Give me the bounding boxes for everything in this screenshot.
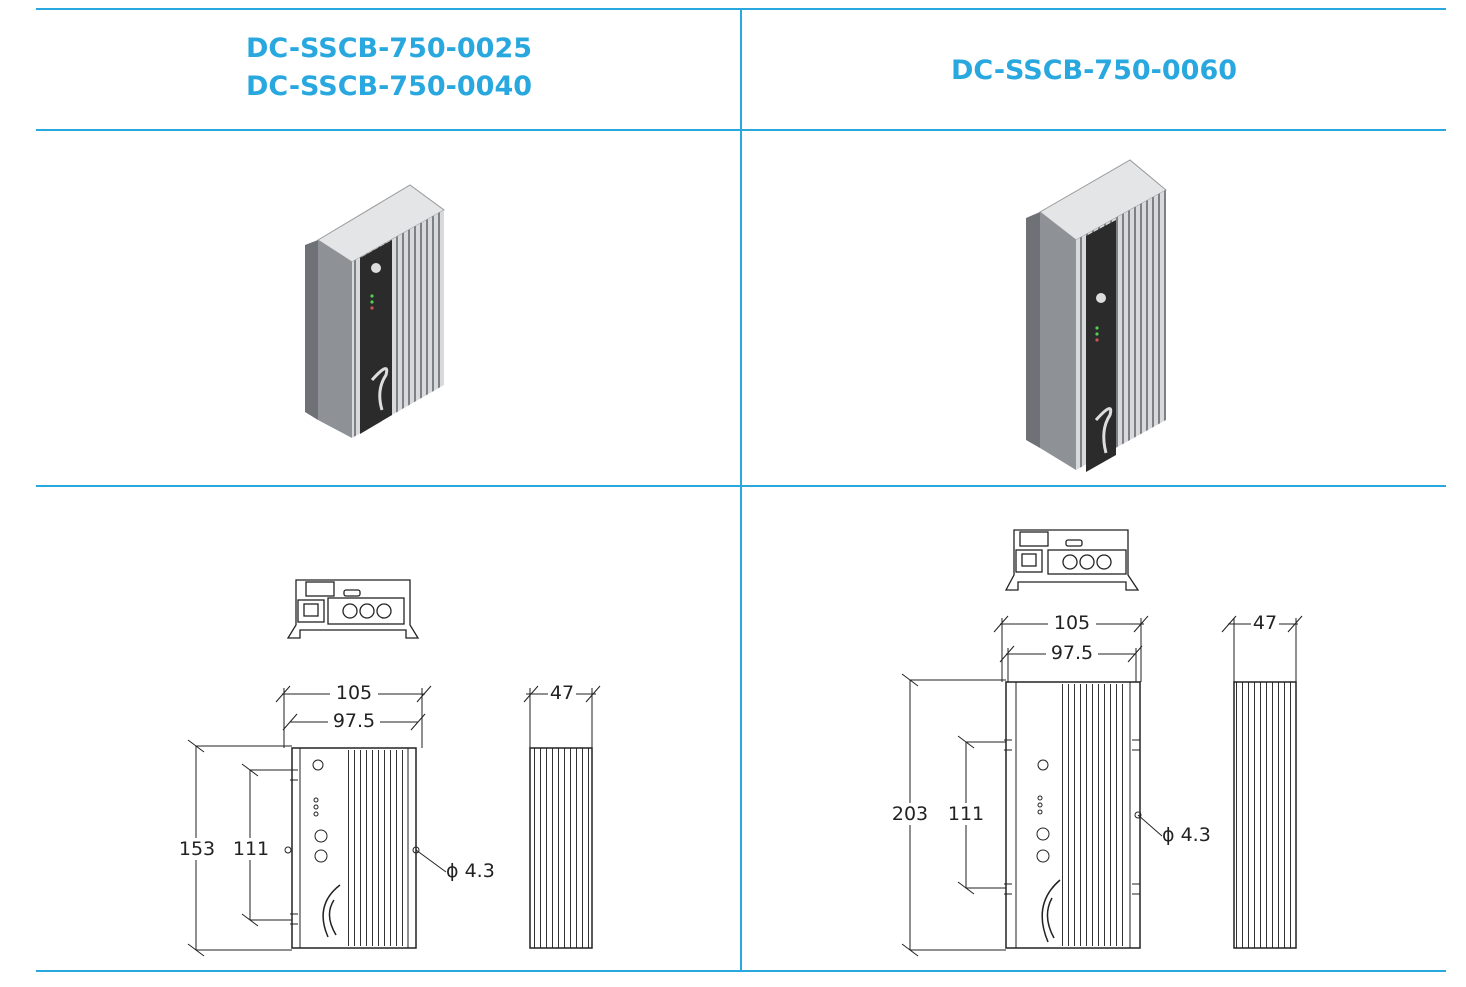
product-render-right (1026, 159, 1167, 472)
model-name: DC-SSCB-750-0025 (245, 33, 533, 64)
model-name: DC-SSCB-750-0040 (245, 71, 533, 102)
connector-end-view-right (1004, 529, 1140, 591)
connector-end-view-left (286, 579, 420, 639)
dim-label-hole-diameter: ϕ 4.3 (446, 860, 495, 882)
dim-label-hole-spacing: 111 (947, 803, 985, 825)
model-title-left: DC-SSCB-750-0025 DC-SSCB-750-0040 (40, 30, 738, 106)
dim-label-depth: 47 (1251, 612, 1279, 634)
front-view-right (1004, 681, 1142, 949)
dim-label-hole-diameter: ϕ 4.3 (1162, 824, 1211, 846)
front-view-left (284, 747, 420, 949)
dim-label-height: 153 (176, 838, 218, 860)
dim-label-width-inner: 97.5 (1046, 642, 1098, 664)
model-name: DC-SSCB-750-0060 (950, 55, 1238, 86)
dim-label-width-outer: 105 (1048, 612, 1096, 634)
dim-label-width-outer: 105 (330, 682, 378, 704)
dim-label-depth: 47 (548, 682, 576, 704)
side-view-left (529, 747, 593, 949)
dim-label-width-inner: 97.5 (328, 710, 380, 732)
dim-label-hole-spacing: 111 (232, 838, 270, 860)
product-render-left (305, 184, 445, 438)
table-column-divider (740, 8, 742, 972)
dim-label-height: 203 (889, 803, 931, 825)
side-view-right (1233, 681, 1297, 949)
model-title-right: DC-SSCB-750-0060 (744, 52, 1444, 90)
